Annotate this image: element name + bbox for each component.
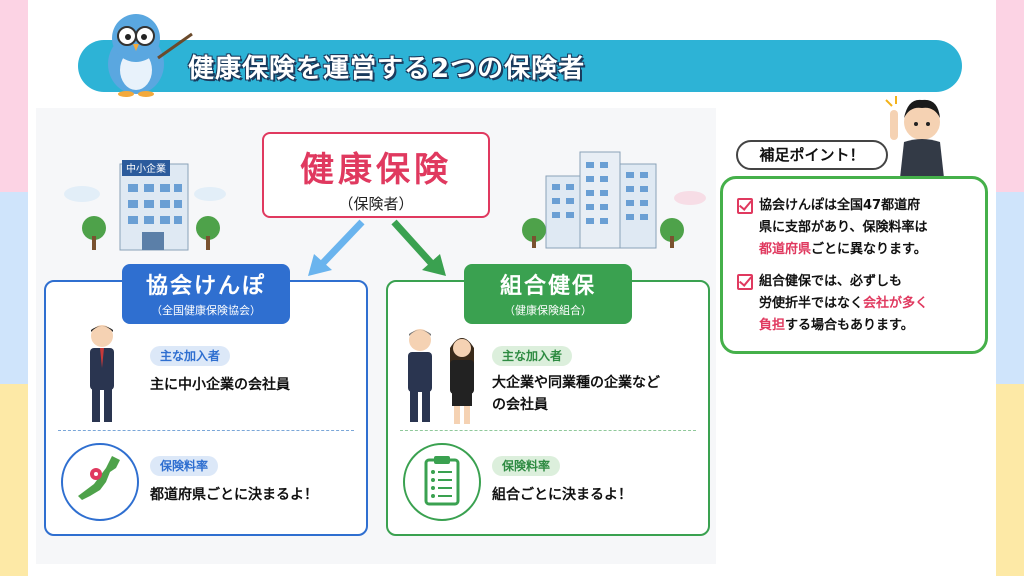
businessman-icon bbox=[90, 325, 114, 422]
rate-tag: 保険料率 bbox=[150, 456, 219, 476]
boy-pointing-icon bbox=[885, 96, 944, 178]
deco-stripe-yellow bbox=[0, 384, 28, 576]
deco-stripe-yellow bbox=[996, 384, 1024, 576]
insurer-subtitle: （保険者） bbox=[338, 195, 414, 213]
supplement-label: 補足ポイント！ bbox=[736, 140, 888, 170]
rate-tag: 保険料率 bbox=[492, 456, 561, 476]
point1-line2: 県に支部があり、保険料率は bbox=[759, 220, 928, 235]
supplement-point: 協会けんぽは全国47都道府 県に支部があり、保険料率は 都道府県ごとに異なります… bbox=[737, 195, 973, 261]
members-text: 主に中小企業の会社員 bbox=[150, 377, 290, 393]
title-bar: 健康保険を運営する2つの保険者 bbox=[78, 40, 962, 92]
point1-line3: ごとに異なります。 bbox=[811, 242, 927, 257]
deco-stripe-pink bbox=[0, 0, 28, 192]
checkbox-icon bbox=[737, 274, 753, 290]
arrow-right-head bbox=[422, 254, 446, 276]
point2-line2: 労使折半ではなく bbox=[759, 296, 864, 311]
deco-stripe-blue bbox=[0, 192, 28, 384]
owl-mascot-icon bbox=[108, 14, 193, 97]
office-building-icon bbox=[522, 151, 706, 249]
supplement-box: 協会けんぽは全国47都道府 県に支部があり、保険料率は 都道府県ごとに異なります… bbox=[720, 176, 988, 354]
arrows bbox=[308, 219, 446, 276]
members-tag: 主な加入者 bbox=[150, 346, 231, 366]
clipboard-icon bbox=[403, 443, 481, 521]
arrow-left-icon bbox=[319, 219, 365, 267]
card-subtitle: （全国健康保険協会） bbox=[151, 304, 261, 317]
arrow-left-head bbox=[308, 254, 332, 276]
card-header: 組合健保 （健康保険組合） bbox=[464, 264, 632, 324]
page-title: 健康保険を運営する2つの保険者 bbox=[188, 53, 586, 84]
point2-line3: する場合もあります。 bbox=[785, 318, 914, 333]
point1-highlight: 都道府県 bbox=[759, 242, 812, 257]
rate-text: 都道府県ごとに決まるよ！ bbox=[150, 487, 318, 503]
kyokai-kenpo-card: 協会けんぽ （全国健康保険協会） 主な加入者 主に中小企業の会社員 保険料率 都… bbox=[44, 264, 368, 536]
checkbox-icon bbox=[737, 198, 753, 214]
supplement-point: 組合健保では、必ずしも 労使折半ではなく会社が多く 負担する場合もあります。 bbox=[737, 271, 973, 337]
deco-stripe-blue bbox=[996, 192, 1024, 384]
card-subtitle: （健康保険組合） bbox=[504, 304, 592, 317]
kumiai-kenpo-card: 組合健保 （健康保険組合） 主な加入者 大企業や同業種の企業など の会社員 保険… bbox=[386, 264, 710, 536]
divider bbox=[400, 430, 696, 431]
arrow-right-icon bbox=[391, 219, 435, 267]
japan-map-icon bbox=[61, 443, 139, 521]
deco-stripe-pink bbox=[996, 0, 1024, 192]
businessman-icon bbox=[408, 329, 432, 422]
divider bbox=[58, 430, 354, 431]
members-tag: 主な加入者 bbox=[492, 346, 573, 366]
rate-text: 組合ごとに決まるよ！ bbox=[492, 487, 632, 503]
point2-highlight1: 会社が多く bbox=[863, 296, 929, 311]
card-header: 協会けんぽ （全国健康保険協会） bbox=[122, 264, 290, 324]
building-sign: 中小企業 bbox=[126, 162, 166, 175]
members-text-line2: の会社員 bbox=[492, 397, 548, 413]
point2-line1: 組合健保では、必ずしも bbox=[759, 274, 903, 289]
point2-highlight2: 負担 bbox=[759, 318, 786, 333]
card-title: 協会けんぽ bbox=[145, 274, 266, 299]
card-title: 組合健保 bbox=[499, 274, 596, 299]
businesswoman-icon bbox=[450, 338, 474, 424]
members-text-line1: 大企業や同業種の企業など bbox=[492, 375, 660, 391]
point1-line1: 協会けんぽは全国47都道府 bbox=[759, 198, 921, 213]
insurer-box: 健康保険 （保険者） bbox=[262, 132, 490, 218]
office-building-icon: 中小企業 bbox=[64, 160, 226, 251]
insurer-title: 健康保険 bbox=[300, 150, 452, 190]
